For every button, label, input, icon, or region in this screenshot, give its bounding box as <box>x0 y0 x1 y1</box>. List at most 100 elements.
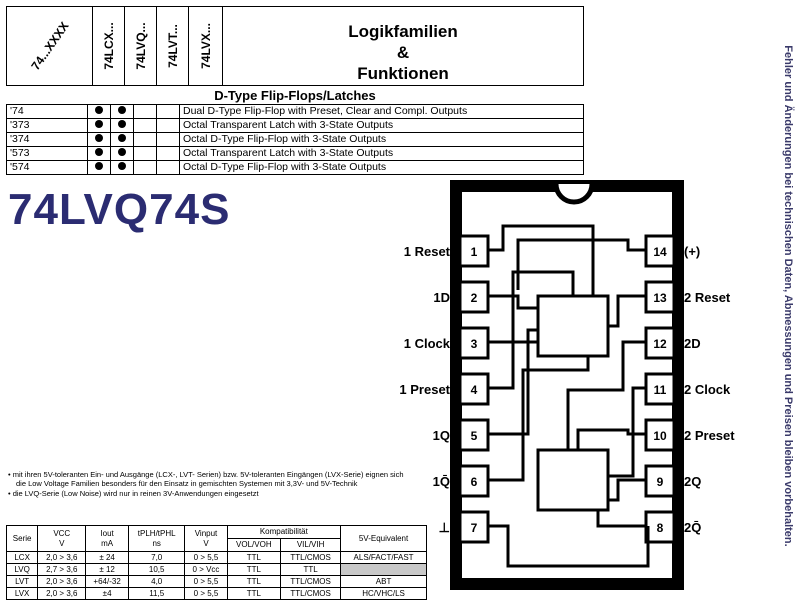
flipflop-1 <box>536 294 610 358</box>
function-desc: Octal Transparent Latch with 3-State Out… <box>179 146 584 161</box>
ic-notch <box>553 183 595 205</box>
spec-cell: LCX <box>5 551 39 564</box>
spec-cell: TTL <box>226 551 282 564</box>
pin-label-left: 1 Clock <box>404 336 451 351</box>
spec-cell: TTL/CMOS <box>280 575 342 588</box>
flipflop-2 <box>536 448 610 512</box>
part-cell: '74 <box>6 104 88 119</box>
spec-cell: 11,5 <box>127 587 186 600</box>
support-cell-lvq <box>110 118 134 133</box>
col-lvx: 74LVX... <box>189 7 223 85</box>
family-col-label: 74...XXXX <box>7 7 93 85</box>
pin-number: 12 <box>653 337 667 351</box>
spec-cell: TTL <box>226 563 282 576</box>
support-cell-lcx <box>87 160 111 175</box>
supported-dot-icon <box>118 134 126 142</box>
support-cell-lvx <box>156 132 180 147</box>
pin-number: 14 <box>653 245 667 259</box>
pin-label-right: 2 Reset <box>684 290 731 305</box>
pin-label-left: 1Q <box>433 428 450 443</box>
col-lcx: 74LCX... <box>93 7 125 85</box>
pin-number: 5 <box>471 429 478 443</box>
spec-cell: HC/VHC/LS <box>340 587 427 600</box>
notes: • mit ihren 5V-toleranten Ein- und Ausgä… <box>6 470 406 499</box>
function-desc: Dual D-Type Flip-Flop with Preset, Clear… <box>179 104 584 119</box>
support-cell-lvq <box>110 146 134 161</box>
pin-label-left: 1 Preset <box>399 382 450 397</box>
spec-head-text: VCC <box>53 528 71 538</box>
pin-number: 10 <box>653 429 667 443</box>
pin-box <box>458 234 490 268</box>
support-cell-lvx <box>156 104 180 119</box>
pin-label-right: 2Q <box>684 474 701 489</box>
function-row: '573 Octal Transparent Latch with 3-State… <box>6 146 584 161</box>
support-cell-lvt <box>133 104 157 119</box>
spec-cell: +64/-32 <box>85 575 129 588</box>
part-number: 74LVQ74S <box>8 185 231 234</box>
supported-dot-icon <box>95 134 103 142</box>
pin-label-left: 1D <box>433 290 450 305</box>
pin-label-right: (+) <box>684 244 700 259</box>
pin-number: 4 <box>471 383 478 397</box>
support-cell-lvt <box>133 118 157 133</box>
pin-label-left: 1 Reset <box>404 244 451 259</box>
pin-number: 9 <box>657 475 664 489</box>
spec-unit: ns <box>152 538 161 548</box>
note-item: • mit ihren 5V-toleranten Ein- und Ausgä… <box>8 470 404 488</box>
pin-number: 6 <box>471 475 478 489</box>
spec-head: Serie <box>5 525 39 552</box>
spec-head-text: tPLH/tPHL <box>137 528 176 538</box>
supported-dot-icon <box>95 120 103 128</box>
spec-cell: 2,7 > 3,6 <box>37 563 87 576</box>
support-cell-lvt <box>133 146 157 161</box>
internal-wiring <box>488 224 650 568</box>
support-cell-lcx <box>87 118 111 133</box>
supported-dot-icon <box>95 106 103 114</box>
pin-number: 11 <box>654 383 667 397</box>
pin-number: 13 <box>653 291 667 305</box>
pin-box <box>458 418 490 452</box>
spec-subhead: VIL/VIH <box>280 538 342 552</box>
support-cell-lcx <box>87 132 111 147</box>
spec-cell: ±4 <box>85 587 129 600</box>
spec-cell: TTL/CMOS <box>280 587 342 600</box>
pin-number: 8 <box>657 521 664 535</box>
supported-dot-icon <box>95 162 103 170</box>
pin-label-right: 2 Preset <box>684 428 735 443</box>
pin-box <box>644 372 676 406</box>
part-cell: '573 <box>6 146 88 161</box>
pin-number: 2 <box>471 291 478 305</box>
spec-cell: TTL/CMOS <box>280 551 342 564</box>
part-cell: '373 <box>6 118 88 133</box>
pin-box <box>644 464 676 498</box>
col-lvt: 74LVT... <box>157 7 189 85</box>
spec-cell: 4,0 <box>127 575 186 588</box>
title-line-2: & <box>396 43 410 62</box>
function-desc: Octal D-Type Flip-Flop with 3-State Outp… <box>179 160 584 175</box>
function-row: '373 Octal Transparent Latch with 3-State… <box>6 118 584 133</box>
spec-cell: 0 > Vcc <box>184 563 228 576</box>
support-cell-lcx <box>87 104 111 119</box>
spec-cell: 0 > 5,5 <box>184 551 228 564</box>
spec-cell <box>340 563 427 576</box>
function-row: '74 Dual D-Type Flip-Flop with Preset, Cl… <box>6 104 584 119</box>
spec-cell: 0 > 5,5 <box>184 575 228 588</box>
function-desc: Octal Transparent Latch with 3-State Out… <box>179 118 584 133</box>
support-cell-lvt <box>133 160 157 175</box>
spec-cell: 2,0 > 3,6 <box>37 551 87 564</box>
supported-dot-icon <box>95 148 103 156</box>
pin-label-right: 2 Clock <box>684 382 731 397</box>
pin-box <box>458 280 490 314</box>
support-cell-lvq <box>110 104 134 119</box>
spec-cell: TTL <box>226 575 282 588</box>
